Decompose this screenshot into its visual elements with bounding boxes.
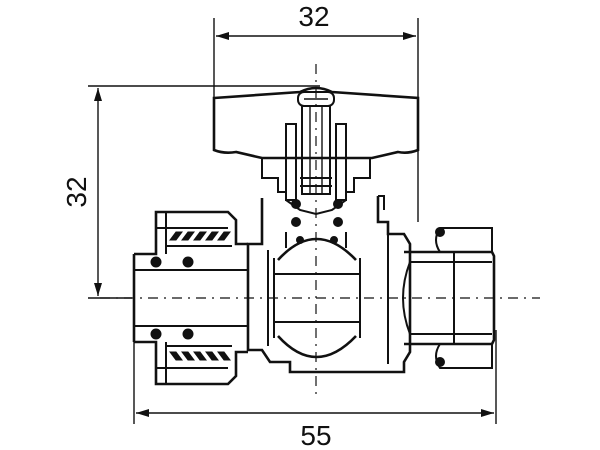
compression-fitting <box>132 210 248 386</box>
bottom-dimension: 55 <box>133 330 497 450</box>
split-ring-bottom <box>150 328 232 361</box>
top-dimension-label: 32 <box>298 1 329 32</box>
split-ring-top <box>150 231 232 268</box>
top-dimension: 32 <box>213 1 419 222</box>
stem-o-rings <box>291 199 343 244</box>
female-thread-end <box>402 227 496 369</box>
left-dimension: 32 <box>61 85 320 299</box>
valve-handle <box>212 86 420 160</box>
bottom-dimension-label: 55 <box>300 420 331 450</box>
left-dimension-label: 32 <box>61 176 92 207</box>
valve-ball <box>273 237 361 359</box>
valve-body <box>246 195 412 374</box>
